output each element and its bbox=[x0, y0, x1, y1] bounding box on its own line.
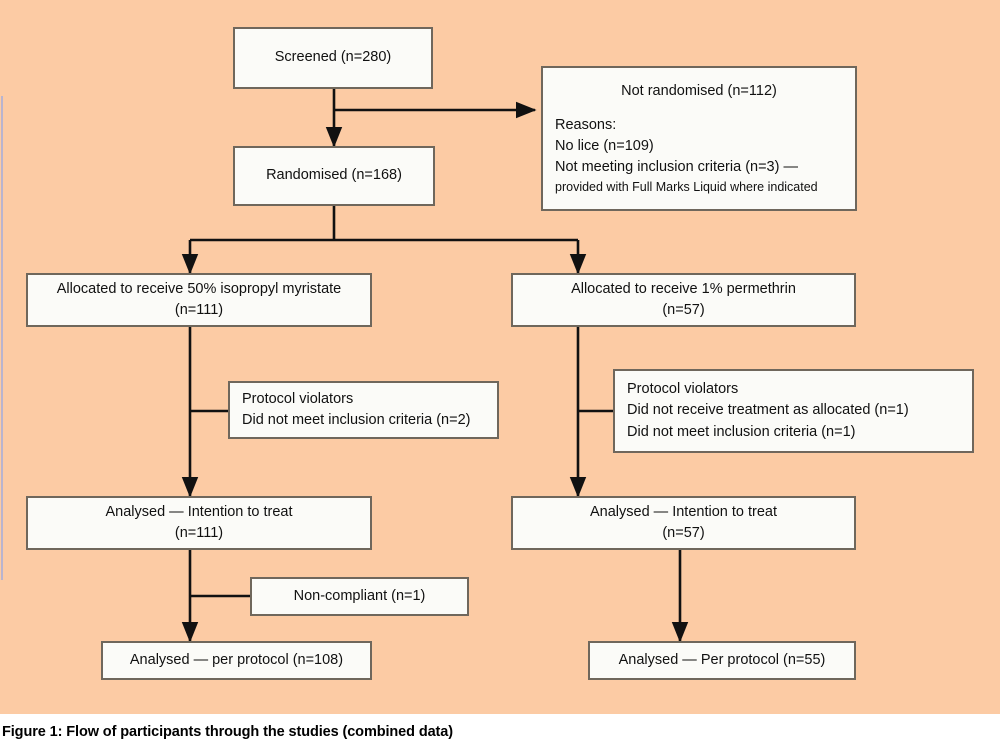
node-not-randomised-line1: Reasons: bbox=[555, 116, 617, 133]
node-violators-right-line2: Did not receive treatment as allocated (… bbox=[627, 402, 909, 419]
node-pp-left-line1: Analysed — per protocol (n=108) bbox=[129, 651, 344, 668]
node-screened[interactable]: Screened (n=280) bbox=[233, 27, 433, 89]
node-allocated-permethrin[interactable]: Allocated to receive 1% permethrin (n=57… bbox=[511, 273, 856, 327]
node-randomised[interactable]: Randomised (n=168) bbox=[233, 146, 435, 206]
node-allocated-right-line2: (n=57) bbox=[662, 302, 705, 318]
node-protocol-violators-right[interactable]: Protocol violators Did not receive treat… bbox=[613, 369, 974, 453]
node-analysed-per-protocol-right[interactable]: Analysed — Per protocol (n=55) bbox=[588, 641, 856, 680]
node-itt-left-line2: (n=111) bbox=[174, 525, 224, 541]
connector-layer bbox=[181, 89, 689, 643]
node-violators-left-line1: Protocol violators bbox=[242, 390, 354, 407]
node-allocated-right-line1: Allocated to receive 1% permethrin bbox=[571, 280, 796, 297]
node-screened-line1: Screened (n=280) bbox=[274, 49, 392, 66]
node-itt-left-line1: Analysed — Intention to treat bbox=[105, 503, 293, 520]
node-itt-right-line2: (n=57) bbox=[662, 525, 705, 541]
node-violators-right-line1: Protocol violators bbox=[627, 381, 739, 398]
node-violators-right-line3: Did not meet inclusion criteria (n=1) bbox=[627, 423, 856, 440]
node-pp-right-line1: Analysed — Per protocol (n=55) bbox=[618, 651, 826, 668]
flowchart-canvas: Screened (n=280) Not randomised (n=112) … bbox=[0, 0, 1000, 714]
edge-right-allocation-to-itt bbox=[569, 327, 613, 498]
page-edge-line bbox=[1, 96, 3, 580]
figure-caption-bar: Figure 1: Flow of participants through t… bbox=[0, 714, 1000, 749]
node-allocated-left-line2: (n=111) bbox=[174, 302, 224, 318]
node-not-randomised-line4: provided with Full Marks Liquid where in… bbox=[555, 179, 818, 194]
node-not-randomised-line3: Not meeting inclusion criteria (n=3) — bbox=[555, 158, 798, 175]
edge-left-allocation-to-itt bbox=[181, 327, 228, 498]
node-non-compliant[interactable]: Non-compliant (n=1) bbox=[250, 577, 469, 616]
node-protocol-violators-left[interactable]: Protocol violators Did not meet inclusio… bbox=[228, 381, 499, 439]
node-not-randomised-line2: No lice (n=109) bbox=[555, 137, 654, 154]
node-analysed-itt-left[interactable]: Analysed — Intention to treat (n=111) bbox=[26, 496, 372, 550]
node-itt-right-line1: Analysed — Intention to treat bbox=[590, 503, 777, 520]
node-not-randomised-title: Not randomised (n=112) bbox=[621, 82, 777, 99]
figure-caption: Figure 1: Flow of participants through t… bbox=[2, 723, 453, 740]
edge-randomised-split bbox=[181, 206, 587, 275]
node-non-compliant-line1: Non-compliant (n=1) bbox=[293, 587, 426, 604]
node-allocated-left-line1: Allocated to receive 50% isopropyl myris… bbox=[56, 280, 342, 297]
node-violators-left-line2: Did not meet inclusion criteria (n=2) bbox=[242, 412, 471, 428]
node-not-randomised[interactable]: Not randomised (n=112) Reasons: No lice … bbox=[541, 66, 857, 211]
node-analysed-itt-right[interactable]: Analysed — Intention to treat (n=57) bbox=[511, 496, 856, 550]
edge-left-itt-to-per-protocol bbox=[181, 550, 250, 643]
node-randomised-line1: Randomised (n=168) bbox=[266, 167, 402, 184]
node-allocated-isopropyl-myristate[interactable]: Allocated to receive 50% isopropyl myris… bbox=[26, 273, 372, 327]
node-analysed-per-protocol-left[interactable]: Analysed — per protocol (n=108) bbox=[101, 641, 372, 680]
